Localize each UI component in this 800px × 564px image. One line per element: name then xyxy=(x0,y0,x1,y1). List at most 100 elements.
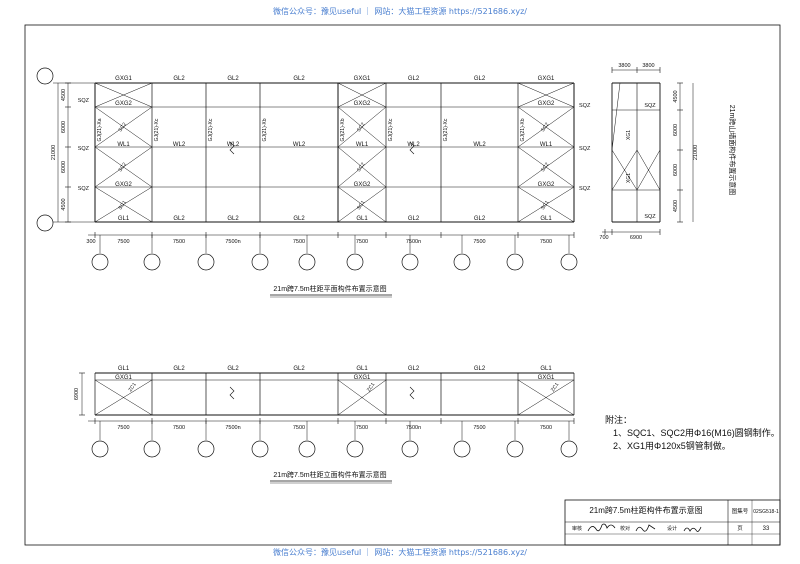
elev-label-gl1: GL1 xyxy=(540,366,552,372)
title-block-page-no: 33 xyxy=(763,526,770,532)
elev-axis-bubble xyxy=(143,440,161,458)
elev-label-zc1: ZC1 xyxy=(128,382,138,393)
label-wl2: WL2 xyxy=(293,142,306,148)
gable-label-sqz: SQZ xyxy=(644,103,656,109)
label-frame: GJ(21)-Xc xyxy=(208,118,214,141)
plan-axis-bubble xyxy=(197,253,215,271)
break-mark xyxy=(229,386,235,400)
plan-caption: 21m跨7.5m柱距平面构件布置示意图 xyxy=(273,284,386,293)
elev-label-gl2: GL2 xyxy=(293,366,305,372)
label-frame: GJ(21)-Xc xyxy=(154,118,160,141)
plan-brace-diagonal xyxy=(94,146,153,188)
plan-dim-label: 4500 xyxy=(61,198,67,210)
gable-total-dim: 21000 xyxy=(693,145,699,160)
gable-bottom-dim: 6900 xyxy=(630,235,642,241)
elev-axis-bubble xyxy=(298,440,316,458)
elev-bay-label: 7500n xyxy=(225,425,240,431)
elev-label-gl2: GL2 xyxy=(173,366,185,372)
label-sc1: SC1 xyxy=(117,200,128,212)
elev-axis-bubble xyxy=(197,440,215,458)
label-frame: GJ(21)-Xc xyxy=(388,118,394,141)
label-wl1: WL1 xyxy=(540,142,553,148)
label-gl2: GL2 xyxy=(173,76,185,82)
label-gl2: GL2 xyxy=(227,216,239,222)
label-sqz: SQZ xyxy=(579,103,591,109)
plan-dim-label: 4500 xyxy=(61,89,67,101)
plan-axis-bubble xyxy=(298,253,316,271)
label-wl2: WL2 xyxy=(407,142,420,148)
plan-brace-diagonal xyxy=(337,146,387,188)
elev-axis-bubble xyxy=(251,440,269,458)
title-block-atlas-label: 图集号 xyxy=(732,507,749,515)
title-block-atlas-no: 02SG518-1 xyxy=(753,509,779,515)
label-frame: GJ(21)-Xb xyxy=(262,118,268,141)
elev-label-gl1: GL1 xyxy=(118,366,130,372)
title-block-check-label: 校对 xyxy=(620,525,630,532)
label-gl2: GL2 xyxy=(293,76,305,82)
sheet-border xyxy=(24,24,781,546)
label-gl2: GL2 xyxy=(474,216,486,222)
title-block-review-label: 审核 xyxy=(572,525,582,532)
note-2: 2、XG1用Φ120x5钢管制做。 xyxy=(613,441,731,451)
signature-checker xyxy=(635,524,656,532)
label-gl2: GL2 xyxy=(173,216,185,222)
label-gl1: GL1 xyxy=(356,216,368,222)
gable-side-dim: 6000 xyxy=(673,164,679,176)
elev-bay-label: 7500 xyxy=(173,425,185,431)
title-block-title: 21m跨7.5m柱距构件布置示意图 xyxy=(589,505,702,515)
plan-brace-diagonal xyxy=(94,186,153,223)
elev-brace-diagonal xyxy=(94,379,153,416)
label-gl2: GL2 xyxy=(408,76,420,82)
plan-brace-diagonal xyxy=(337,106,387,148)
elev-axis-bubble xyxy=(453,440,471,458)
label-sc2: SC2 xyxy=(117,122,128,134)
elev-label-gxg1: GXG1 xyxy=(354,375,371,381)
elev-label-gxg1: GXG1 xyxy=(115,375,132,381)
label-frame: GJ(21)-Xb xyxy=(340,118,346,141)
plan-axis-bubble xyxy=(506,253,524,271)
label-wl2: WL2 xyxy=(473,142,486,148)
plan-axis-bubble xyxy=(453,253,471,271)
plan-brace-diagonal xyxy=(517,146,575,188)
elev-brace-diagonal xyxy=(517,379,575,416)
plan-view: GXG1GXG2SC2WL1SC2GXG2SC1GL1GXG1GXG2SC2WL… xyxy=(36,67,591,298)
elev-axis-bubble xyxy=(560,440,578,458)
label-wl1: WL1 xyxy=(117,142,130,148)
signature-designer xyxy=(683,526,702,532)
label-gxg2: GXG2 xyxy=(354,182,371,188)
gable-brace xyxy=(636,149,661,191)
label-gxg1: GXG1 xyxy=(538,76,555,82)
signature-reviewer xyxy=(587,523,616,532)
gable-side-dim: 4500 xyxy=(673,200,679,212)
label-sc2: SC2 xyxy=(540,162,551,174)
plan-axis-bubble-bottom xyxy=(36,214,54,232)
plan-bay-label: 7500n xyxy=(406,239,421,245)
elev-brace-diagonal xyxy=(337,379,387,416)
elev-height-dim: 6900 xyxy=(74,388,80,400)
gable-top-dim: 3800 xyxy=(618,63,630,69)
label-sc2: SC2 xyxy=(356,122,367,134)
gable-side-dim: 6000 xyxy=(673,124,679,136)
break-mark xyxy=(229,141,235,155)
label-gl2: GL2 xyxy=(408,216,420,222)
elev-label-zc1: ZC1 xyxy=(550,382,560,393)
notes: 附注： 1、SQC1、SQC2用Φ16(M16)圆钢制作。 2、XG1用Φ120… xyxy=(605,414,780,453)
label-sqz: SQZ xyxy=(78,98,90,104)
elev-label-gl2: GL2 xyxy=(227,366,239,372)
label-sqz: SQZ xyxy=(579,146,591,152)
plan-brace-diagonal xyxy=(517,186,575,223)
gable-side-dim: 4500 xyxy=(673,90,679,102)
elev-label-gxg1: GXG1 xyxy=(538,375,555,381)
notes-title: 附注： xyxy=(605,415,633,425)
elev-axis-bubble xyxy=(506,440,524,458)
plan-bay-label: 7500 xyxy=(473,239,485,245)
watermark-top: 微信公众号：豫见useful ｜ 网站：大猫工程资源 https://52168… xyxy=(272,7,528,16)
label-sc2: SC2 xyxy=(117,162,128,174)
plan-bay-label: 7500 xyxy=(540,239,552,245)
gable-brace xyxy=(611,149,638,191)
label-sqz: SQZ xyxy=(78,186,90,192)
label-gxg2: GXG2 xyxy=(354,101,371,107)
label-gl2: GL2 xyxy=(293,216,305,222)
elev-axis-bubble xyxy=(401,440,419,458)
elev-bay-label: 7500 xyxy=(473,425,485,431)
